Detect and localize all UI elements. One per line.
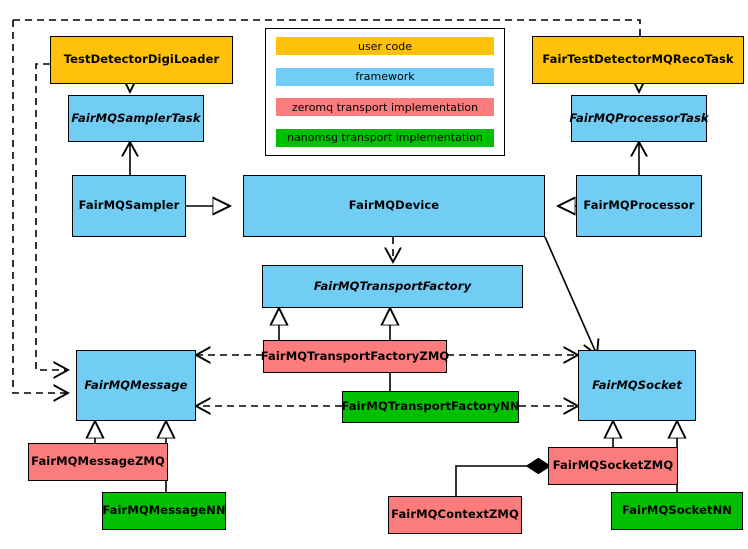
- node-label: FairMQMessageNN: [102, 503, 226, 518]
- node-fairmq-transport-factory[interactable]: FairMQTransportFactory: [262, 265, 523, 308]
- legend-item-nanomsg: nanomsg transport implementation: [276, 128, 494, 147]
- legend-item-zeromq: zeromq transport implementation: [276, 98, 494, 117]
- node-label: FairMQSocketNN: [621, 503, 733, 518]
- node-label: FairMQTransportFactoryZMQ: [260, 348, 450, 363]
- node-label: FairMQContextZMQ: [391, 507, 519, 522]
- legend-item-label: nanomsg transport implementation: [287, 131, 483, 145]
- node-label: FairMQSamplerTask: [71, 110, 201, 125]
- node-label: FairMQProcessor: [583, 198, 695, 213]
- node-test-detector-digi-loader[interactable]: TestDetectorDigiLoader: [50, 36, 233, 84]
- node-label: FairMQSocketZMQ: [552, 458, 674, 473]
- node-fairmq-processor-task[interactable]: FairMQProcessorTask: [569, 95, 709, 142]
- edge-reco-task-to-message: [12, 20, 68, 393]
- node-label: FairMQProcessorTask: [569, 110, 709, 125]
- legend-item-label: framework: [355, 70, 415, 84]
- node-label: FairMQDevice: [348, 198, 440, 213]
- edge-digiloader-to-message: [35, 63, 68, 370]
- node-fairmq-transport-factory-zmq[interactable]: FairMQTransportFactoryZMQ: [260, 340, 450, 373]
- legend-panel: user code framework zeromq transport imp…: [265, 28, 505, 156]
- node-fairmq-context-zmq[interactable]: FairMQContextZMQ: [388, 496, 522, 534]
- node-fair-test-detector-mq-reco-task[interactable]: FairTestDetectorMQRecoTask: [532, 36, 744, 84]
- node-label: FairMQTransportFactoryNN: [341, 399, 520, 414]
- node-label: FairMQTransportFactory: [313, 278, 472, 293]
- node-fairmq-message-zmq[interactable]: FairMQMessageZMQ: [28, 443, 168, 481]
- node-fairmq-socket-nn[interactable]: FairMQSocketNN: [611, 492, 743, 530]
- node-label: FairTestDetectorMQRecoTask: [542, 52, 734, 67]
- node-fairmq-sampler[interactable]: FairMQSampler: [72, 175, 186, 237]
- node-fairmq-device[interactable]: FairMQDevice: [243, 175, 545, 237]
- node-label: TestDetectorDigiLoader: [63, 52, 220, 67]
- node-fairmq-message[interactable]: FairMQMessage: [76, 350, 196, 421]
- node-fairmq-socket[interactable]: FairMQSocket: [578, 350, 696, 421]
- legend-item-label: user code: [357, 39, 413, 53]
- legend-item-framework: framework: [276, 67, 494, 86]
- node-fairmq-sampler-task[interactable]: FairMQSamplerTask: [68, 95, 204, 142]
- node-fairmq-message-nn[interactable]: FairMQMessageNN: [102, 492, 226, 530]
- legend-item-label: zeromq transport implementation: [291, 100, 479, 114]
- node-label: FairMQSocket: [592, 377, 682, 392]
- node-fairmq-processor[interactable]: FairMQProcessor: [576, 175, 702, 237]
- node-label: FairMQMessageZMQ: [31, 454, 165, 469]
- node-fairmq-socket-zmq[interactable]: FairMQSocketZMQ: [548, 447, 678, 485]
- legend-item-user-code: user code: [276, 37, 494, 55]
- node-label: FairMQMessage: [84, 377, 188, 392]
- edge-device-to-socket: [544, 236, 597, 355]
- node-label: FairMQSampler: [78, 198, 180, 213]
- node-fairmq-transport-factory-nn[interactable]: FairMQTransportFactoryNN: [341, 391, 520, 423]
